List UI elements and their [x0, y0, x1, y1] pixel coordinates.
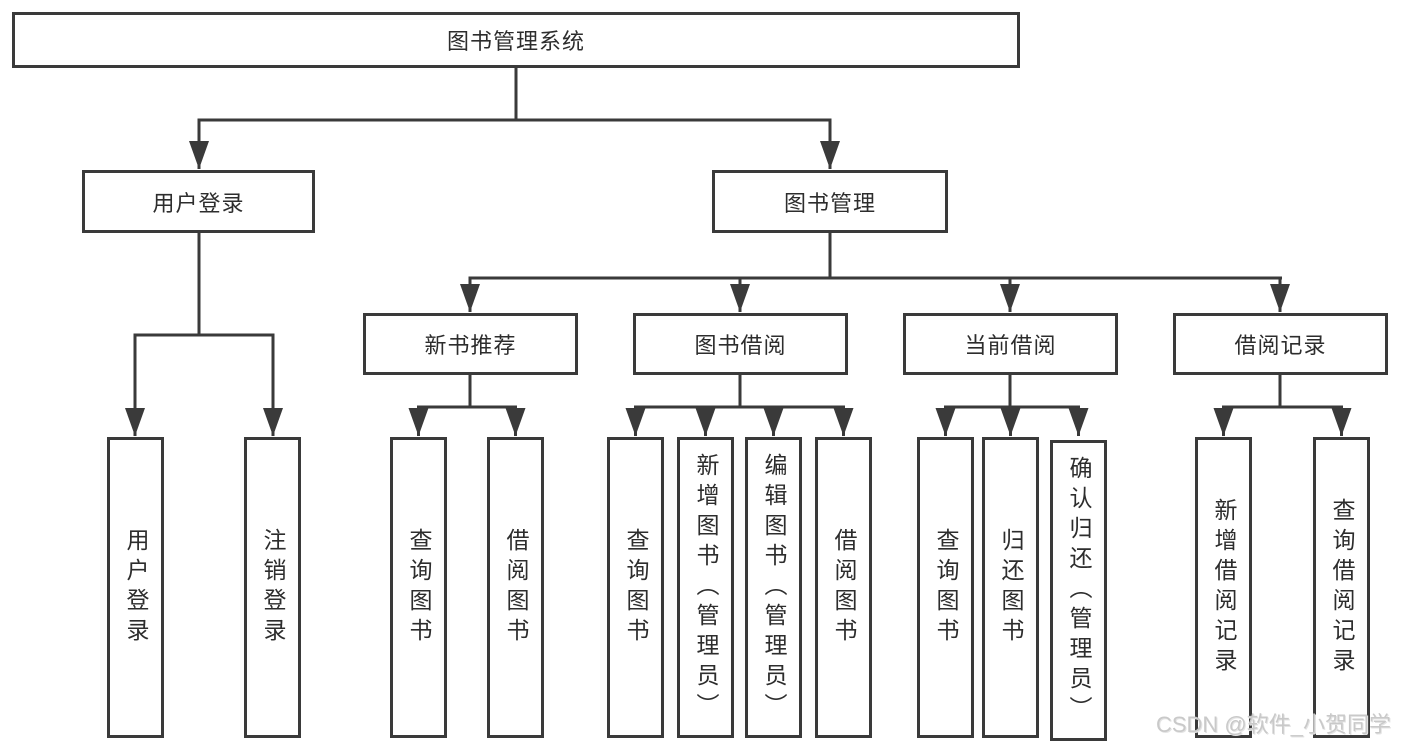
- node-current-borrow: 当前借阅: [903, 313, 1118, 375]
- leaf-query-books-current: 查询图书: [917, 437, 974, 738]
- node-user-login: 用户登录: [82, 170, 315, 233]
- leaf-borrow-books: 借阅图书: [815, 437, 872, 738]
- leaf-query-books-borrow: 查询图书: [607, 437, 664, 738]
- node-new-book-recommend: 新书推荐: [363, 313, 578, 375]
- leaf-confirm-return-admin: 确认归还（管理员）: [1050, 440, 1107, 741]
- leaf-return-books: 归还图书: [982, 437, 1039, 738]
- node-book-management: 图书管理: [712, 170, 948, 233]
- leaf-query-books-recommend: 查询图书: [390, 437, 447, 738]
- leaf-add-books-admin: 新增图书（管理员）: [677, 437, 734, 738]
- node-book-borrow: 图书借阅: [633, 313, 848, 375]
- leaf-logout: 注销登录: [244, 437, 301, 738]
- leaf-user-login: 用户登录: [107, 437, 164, 738]
- leaf-borrow-books-recommend: 借阅图书: [487, 437, 544, 738]
- leaf-add-borrow-record: 新增借阅记录: [1195, 437, 1252, 738]
- leaf-query-borrow-record: 查询借阅记录: [1313, 437, 1370, 738]
- node-borrow-records: 借阅记录: [1173, 313, 1388, 375]
- csdn-watermark: CSDN @软件_小贺同学: [1155, 712, 1391, 737]
- leaf-edit-books-admin: 编辑图书（管理员）: [745, 437, 802, 738]
- node-library-management-system: 图书管理系统: [12, 12, 1020, 68]
